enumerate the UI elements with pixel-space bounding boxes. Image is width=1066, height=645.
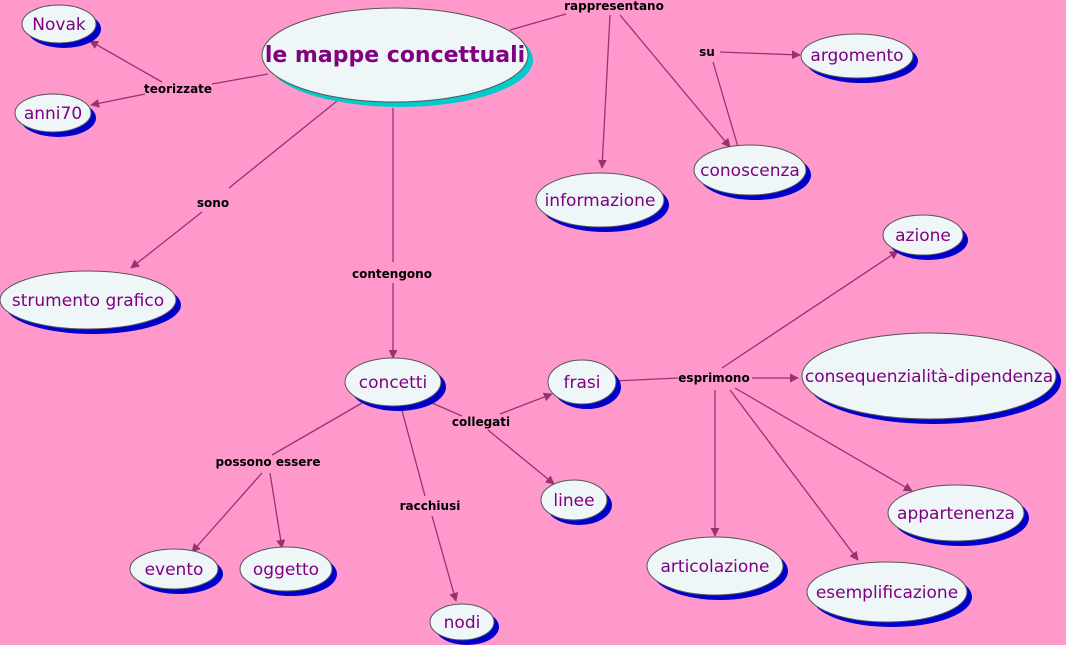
node-appartenenza[interactable]: appartenenza [887, 484, 1029, 546]
node-anni70-label: anni70 [24, 104, 82, 124]
node-oggetto[interactable]: oggetto [239, 546, 337, 596]
connector-esprimono-azione [721, 250, 899, 369]
connector-title-sono [228, 100, 338, 189]
connector-concetti-possono [271, 402, 363, 456]
node-esemplificazione-label: esemplificazione [816, 583, 958, 603]
node-appartenenza-label: appartenenza [897, 504, 1015, 524]
link-labels: teorizzate sono contengono rappresentano… [144, 0, 750, 513]
connectors [89, 13, 913, 602]
connector-collegati-frasi [499, 392, 553, 415]
connector-rappresentano-conoscenza [619, 14, 731, 148]
connector-frasi-esprimono [613, 377, 679, 382]
node-novak-label: Novak [32, 15, 86, 35]
node-nodi-label: nodi [444, 613, 481, 633]
node-informazione-label: informazione [545, 191, 656, 211]
connector-concetti-collegati [431, 402, 463, 417]
node-evento[interactable]: evento [129, 548, 223, 594]
link-label-racchiusi: racchiusi [400, 499, 461, 513]
connector-collegati-linee [487, 429, 555, 485]
link-label-teorizzate: teorizzate [144, 82, 212, 96]
node-evento-label: evento [145, 560, 204, 580]
link-label-esprimono: esprimono [678, 371, 749, 385]
node-conoscenza-label: conoscenza [700, 161, 800, 181]
node-concetti-label: concetti [359, 373, 427, 393]
concept-nodes: le mappe concettuali Novak anni70 strume… [0, 4, 1061, 645]
node-anni70[interactable]: anni70 [14, 93, 96, 137]
node-linee-label: linee [553, 491, 594, 511]
connector-concetti-racchiusi [400, 406, 426, 497]
connector-rappresentano-informazione [597, 14, 611, 169]
node-argomento[interactable]: argomento [800, 33, 918, 83]
connector-teorizzate-novak [89, 40, 163, 83]
node-oggetto-label: oggetto [253, 560, 319, 580]
node-linee[interactable]: linee [540, 479, 612, 525]
node-title[interactable]: le mappe concettuali [261, 7, 533, 107]
node-nodi[interactable]: nodi [429, 603, 499, 645]
connector-possono-oggetto [269, 472, 286, 549]
node-frasi[interactable]: frasi [547, 359, 621, 409]
node-articolazione-label: articolazione [661, 557, 770, 577]
link-label-collegati: collegati [452, 415, 510, 429]
node-informazione[interactable]: informazione [535, 172, 669, 232]
link-label-sono: sono [197, 196, 229, 210]
link-label-rappresentano: rappresentano [564, 0, 664, 13]
connector-conoscenza-su [712, 61, 739, 148]
node-azione-label: azione [895, 226, 951, 246]
node-conoscenza[interactable]: conoscenza [693, 144, 811, 200]
node-novak[interactable]: Novak [21, 4, 101, 48]
node-argomento-label: argomento [810, 46, 903, 66]
connector-racchiusi-nodi [431, 515, 459, 602]
connector-sono-strumento [130, 211, 203, 269]
node-title-label: le mappe concettuali [265, 43, 525, 68]
node-articolazione[interactable]: articolazione [646, 536, 788, 600]
link-label-possono-essere: possono essere [216, 455, 321, 469]
node-azione[interactable]: azione [882, 214, 968, 260]
connector-teorizzate-anni70 [90, 93, 146, 108]
connector-possono-evento [191, 472, 263, 553]
link-label-contengono: contengono [352, 267, 432, 281]
connector-su-argomento [719, 50, 801, 60]
connector-esprimono-appartenenza [734, 387, 913, 492]
node-strumento-grafico-label: strumento grafico [12, 291, 164, 311]
node-strumento-grafico[interactable]: strumento grafico [0, 270, 181, 334]
node-consequenzialita[interactable]: consequenzialità-dipendenza [801, 332, 1061, 424]
node-concetti[interactable]: concetti [344, 357, 446, 411]
connector-title-teorizzate [211, 73, 269, 85]
node-esemplificazione[interactable]: esemplificazione [806, 561, 972, 627]
connector-esprimono-esemplificazione [729, 389, 859, 561]
link-label-su: su [699, 45, 715, 59]
node-frasi-label: frasi [564, 373, 601, 393]
node-consequenzialita-label: consequenzialità-dipendenza [805, 367, 1053, 387]
connector-title-rappresentano [509, 13, 567, 31]
